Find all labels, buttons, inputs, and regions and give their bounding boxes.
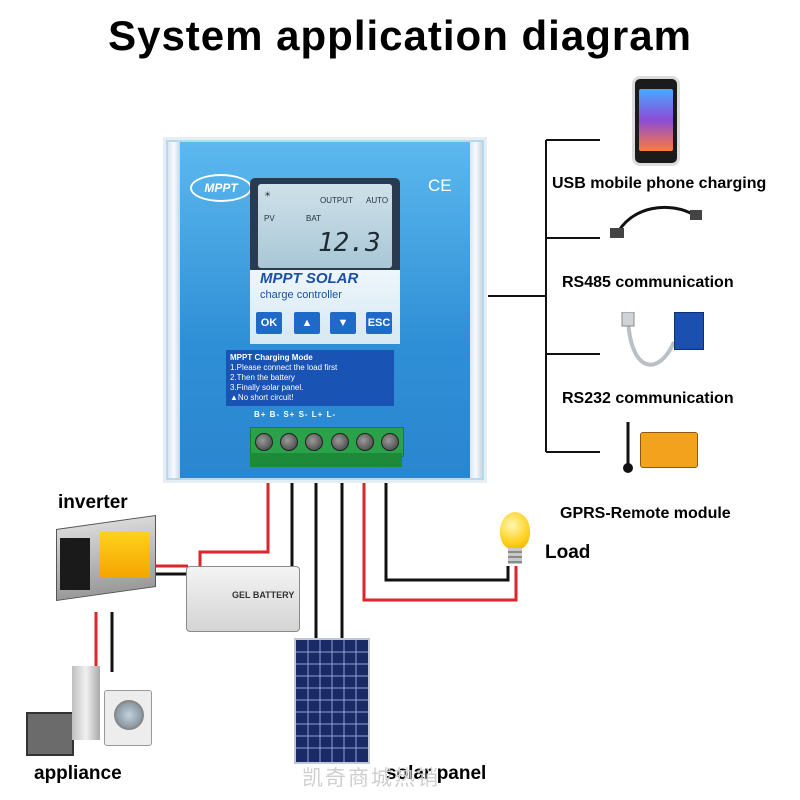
lcd-output-label: OUTPUT xyxy=(320,196,353,205)
terminal-screw xyxy=(330,433,349,451)
terminal-base xyxy=(250,453,402,467)
gprs-antenna-icon xyxy=(623,422,633,473)
terminal-screw xyxy=(305,433,324,451)
inverter-outlet-panel xyxy=(60,538,90,590)
terminal-screw xyxy=(254,433,273,451)
load-negative-wire xyxy=(384,448,510,582)
battery-positive-wire xyxy=(198,448,270,568)
ok-button[interactable]: OK xyxy=(256,312,282,334)
notice-line: 1.Please connect the load first xyxy=(230,363,338,372)
bulb-base xyxy=(508,548,522,564)
down-arrow-icon[interactable]: ▼ xyxy=(330,312,356,334)
gprs-module-icon xyxy=(640,432,698,468)
sun-icon: ☀ xyxy=(264,190,272,199)
up-arrow-icon[interactable]: ▲ xyxy=(294,312,320,334)
solar-panel-icon xyxy=(294,638,370,764)
product-subtitle: charge controller xyxy=(260,289,342,301)
gprs-label: GPRS-Remote module xyxy=(560,505,731,522)
product-name: MPPT SOLAR xyxy=(260,270,359,287)
notice-line: 3.Finally solar panel. xyxy=(230,383,304,392)
rs232-adapter-icon xyxy=(674,312,704,350)
terminal-labels: B+ B- S+ S- L+ L- xyxy=(254,410,337,419)
solar-panel-label: solar panel xyxy=(386,763,487,784)
tv-appliance-icon xyxy=(26,712,74,756)
ce-mark: CE xyxy=(428,176,452,195)
notice-line: 2.Then the battery xyxy=(230,373,295,382)
brand-logo: MPPT xyxy=(190,174,252,202)
terminal-block xyxy=(250,427,404,457)
notice-line: ▲No short circuit! xyxy=(230,393,294,402)
watermark-text: 凯奇商城热销 xyxy=(302,766,440,790)
rs485-label: RS485 communication xyxy=(562,274,734,291)
washing-machine-drum xyxy=(114,700,144,730)
mppt-controller: MPPT CE ☀ PV BAT OUTPUT AUTO 12.3 MPPT S… xyxy=(166,140,484,480)
controller-rail-right xyxy=(470,142,482,478)
charging-mode-notice: MPPT Charging Mode 1.Please connect the … xyxy=(226,350,394,406)
terminal-screw xyxy=(355,433,374,451)
refrigerator-appliance-icon xyxy=(72,666,100,740)
rs232-cable-icon xyxy=(621,312,676,367)
lcd-reading: 12.3 xyxy=(318,228,381,258)
usb-label: USB mobile phone charging xyxy=(552,175,767,192)
esc-button[interactable]: ESC xyxy=(366,312,392,334)
notice-heading: MPPT Charging Mode xyxy=(230,353,313,362)
battery-label: GEL BATTERY xyxy=(232,590,295,600)
controller-rail-left xyxy=(168,142,180,478)
lcd-pv-label: PV xyxy=(264,214,275,223)
terminal-screw xyxy=(381,433,400,451)
light-bulb-icon xyxy=(500,512,530,550)
battery-icon xyxy=(186,566,300,632)
inverter-label-plate xyxy=(100,532,150,578)
lcd-auto-label: AUTO xyxy=(366,196,389,205)
solar-panel-grid xyxy=(296,640,368,762)
load-label: Load xyxy=(545,542,591,563)
terminal-screw xyxy=(279,433,298,451)
lcd-display: ☀ PV BAT OUTPUT AUTO xyxy=(258,184,392,268)
smartphone-icon xyxy=(632,76,680,166)
inverter-label: inverter xyxy=(58,492,128,513)
appliance-label: appliance xyxy=(34,763,122,784)
lcd-bat-label: BAT xyxy=(306,214,321,223)
rs232-label: RS232 communication xyxy=(562,390,734,407)
page-title: System application diagram xyxy=(108,12,692,59)
phone-screen xyxy=(639,89,673,151)
communication-bracket xyxy=(488,139,600,453)
load-positive-wire xyxy=(362,448,518,602)
rs485-cable-icon xyxy=(610,205,702,238)
